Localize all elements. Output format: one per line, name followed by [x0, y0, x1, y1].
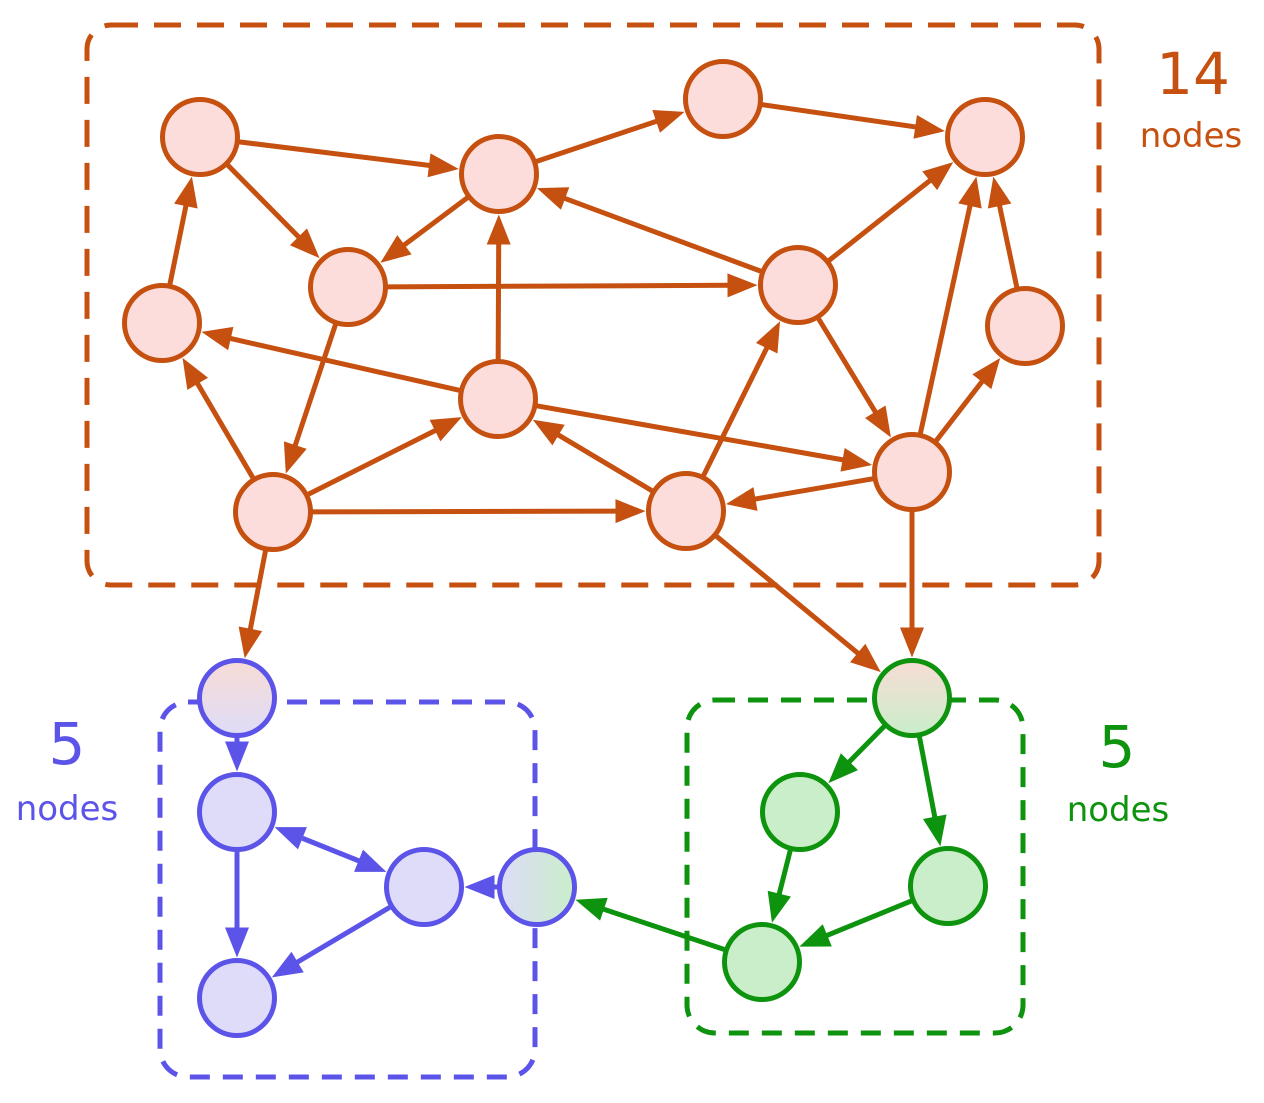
graph-node-g1 [760, 772, 840, 852]
graph-edge-b2-b3 [294, 904, 393, 966]
graph-edge-a10-n-arrowhead [900, 627, 924, 658]
graph-edge-g3-s-arrowhead [575, 897, 608, 921]
graph-edge-a1-a2 [237, 139, 432, 169]
cluster-count-green: 5 [1099, 713, 1136, 781]
graph-node-a11 [233, 472, 313, 552]
graph-edge-a12-a9 [555, 431, 655, 494]
graph-edge-a7-a2-arrowhead [536, 187, 570, 210]
graph-edge-a7-a6 [826, 177, 933, 264]
graph-edge-b1-b2-arrowhead-reverse [274, 827, 307, 850]
graph-node-b3 [197, 958, 277, 1038]
cluster-count-orange: 14 [1156, 40, 1230, 108]
graph-edge-a2-a5 [534, 118, 659, 165]
graph-edge-g2-g3 [824, 898, 914, 939]
cluster-word-blue: nodes [16, 789, 119, 829]
graph-edge-a11-m [247, 549, 269, 632]
graph-node-a1 [160, 97, 240, 177]
graph-edge-a11-a12 [311, 508, 618, 515]
graph-edge-a5-a6-arrowhead [913, 115, 945, 139]
graph-edge-a11-a9 [306, 427, 438, 497]
graph-node-a12 [646, 471, 726, 551]
graph-edge-g2-g3-arrowhead [799, 924, 832, 947]
graph-node-a3 [122, 283, 202, 363]
graph-edge-a11-a3 [194, 380, 256, 481]
graph-edge-a4-a7 [386, 282, 730, 290]
cluster-word-green: nodes [1067, 790, 1170, 830]
cluster-count-blue: 5 [49, 710, 86, 778]
graph-edge-m-b1-arrowhead [225, 741, 249, 772]
graph-edge-a12-a7-arrowhead [755, 321, 781, 354]
graph-node-a8 [985, 286, 1065, 366]
graph-edge-a2-a4-arrowhead [380, 235, 412, 263]
graph-node-a6 [945, 97, 1025, 177]
graph-edge-a10-a6-arrowhead [958, 176, 982, 209]
graph-edge-a2-a4 [401, 195, 470, 248]
graph-edge-a9-a3 [228, 335, 462, 393]
graph-edge-a11-a9-arrowhead [429, 417, 462, 442]
graph-edge-a10-a8 [933, 378, 986, 444]
graph-edge-a12-a9-arrowhead [532, 419, 565, 446]
graph-edge-a5-a6 [760, 102, 918, 130]
graph-node-a4 [308, 247, 388, 327]
graph-node-n [872, 658, 952, 738]
graph-edge-s-b2-arrowhead [464, 875, 495, 899]
graph-edge-a4-a11-arrowhead [283, 441, 307, 474]
graph-edge-a7-a10-arrowhead [865, 405, 891, 438]
graph-node-g3 [722, 922, 802, 1002]
graph-edge-a7-a10 [815, 316, 879, 415]
graph-edge-g1-g3 [776, 848, 793, 897]
graph-edge-n-g1-arrowhead [828, 753, 858, 784]
graph-node-a7 [758, 245, 838, 325]
graph-node-a10 [872, 432, 952, 512]
graph-edge-b1-b2 [301, 835, 362, 864]
graph-edge-a1-a4 [225, 162, 302, 240]
graph-edge-a8-a6 [996, 203, 1020, 289]
graph-edge-a12-n-arrowhead [850, 643, 881, 673]
graph-edge-a10-a12-arrowhead [725, 487, 758, 511]
graph-edge-n-g2 [916, 735, 938, 820]
graph-node-b2 [384, 847, 464, 927]
graph-edge-b2-b3-arrowhead [271, 951, 304, 978]
graph-edge-a11-m-arrowhead [238, 626, 263, 659]
graph-edge-a1-a2-arrowhead [427, 153, 459, 178]
graph-node-m [197, 658, 277, 738]
graph-edge-a10-a8-arrowhead [972, 358, 1001, 390]
graph-edge-a4-a7-arrowhead [727, 273, 758, 298]
cluster-box-green [684, 697, 1026, 1036]
graph-edge-a7-a2 [562, 195, 763, 274]
graph-edge-a1-a4-arrowhead [289, 228, 320, 259]
graph-edge-a2-a5-arrowhead [652, 110, 685, 133]
graph-edge-b1-b2-arrowhead [354, 849, 387, 872]
graph-edge-g1-g3-arrowhead [767, 890, 791, 923]
graph-edge-n-g2-arrowhead [922, 814, 947, 847]
graph-edge-g3-s [601, 906, 727, 953]
graph-node-s [497, 847, 577, 927]
graph-node-a9 [458, 359, 538, 439]
graph-edge-a4-a11 [292, 322, 339, 448]
graph-edge-a10-a6 [917, 203, 973, 435]
graph-edge-b1-b3-arrowhead [225, 927, 249, 958]
cluster-box-orange [84, 22, 1102, 588]
graph-edge-a7-a6-arrowhead [922, 162, 954, 191]
graph-node-a2 [459, 134, 539, 214]
graph-edge-a9-a10 [535, 403, 845, 463]
graph-edge-a8-a6-arrowhead [987, 176, 1012, 209]
graph-node-a5 [683, 59, 763, 139]
graph-edge-a9-a10-arrowhead [840, 447, 873, 472]
graph-node-g2 [908, 846, 988, 926]
graph-edge-a9-a3-arrowhead [201, 326, 234, 351]
graph-edge-a9-a2-arrowhead [486, 214, 511, 245]
graph-node-b1 [197, 772, 277, 852]
graph-edge-a3-a1-arrowhead [174, 176, 198, 209]
graph-edge-a12-n [714, 533, 861, 657]
graph-edge-a12-a7 [700, 345, 770, 478]
cluster-word-orange: nodes [1140, 116, 1243, 156]
graph-edge-a3-a1 [167, 203, 189, 286]
graph-edge-n-g1 [846, 723, 887, 765]
graph-edge-a9-a2 [495, 242, 502, 361]
graph-edge-a11-a3-arrowhead [182, 357, 209, 390]
graph-edge-a10-a12 [753, 476, 875, 502]
graph-edge-a11-a12-arrowhead [615, 499, 646, 524]
